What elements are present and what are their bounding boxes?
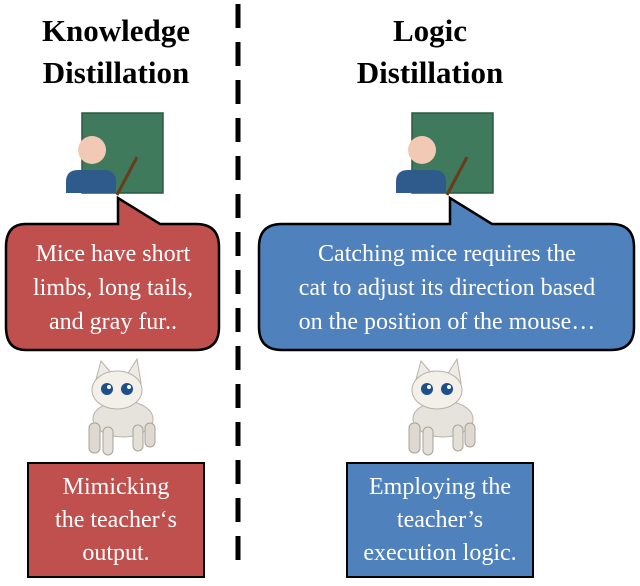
bubble-line: cat to adjust its direction based [298, 275, 596, 301]
box-line: output. [82, 539, 150, 566]
bubble-line: on the position of the mouse… [298, 309, 596, 335]
teacher-icon [396, 112, 494, 196]
left-bubble-text: Mice have short limbs, long tails, and g… [8, 230, 218, 346]
bubble-line: and gray fur.. [49, 309, 177, 335]
box-line: teacher’s [396, 506, 484, 533]
right-heading-line1: Logic [392, 13, 468, 48]
left-heading-line2: Distillation [42, 55, 190, 90]
robot-cat-icon [88, 357, 156, 456]
box-line: Employing the [369, 473, 511, 500]
box-line: Mimicking [62, 473, 170, 500]
right-bubble-text: Catching mice requires the cat to adjust… [262, 230, 632, 346]
right-heading-line2: Distillation [356, 55, 504, 90]
bubble-line: Mice have short [35, 241, 191, 267]
bubble-line: limbs, long tails, [32, 275, 193, 301]
box-line: execution logic. [363, 539, 517, 566]
box-line: the teacher‘s [55, 506, 177, 533]
right-heading: Logic Distillation [330, 10, 530, 94]
robot-cat-icon [408, 357, 476, 456]
teacher-icon [66, 112, 164, 196]
right-output-box: Employing the teacher’s execution logic. [346, 462, 534, 578]
left-heading: Knowledge Distillation [6, 10, 226, 94]
left-output-box: Mimicking the teacher‘s output. [27, 462, 205, 578]
speech-bubble [4, 195, 221, 352]
bubble-line: Catching mice requires the [318, 241, 576, 267]
speech-bubble [257, 195, 636, 352]
left-heading-line1: Knowledge [41, 13, 191, 48]
